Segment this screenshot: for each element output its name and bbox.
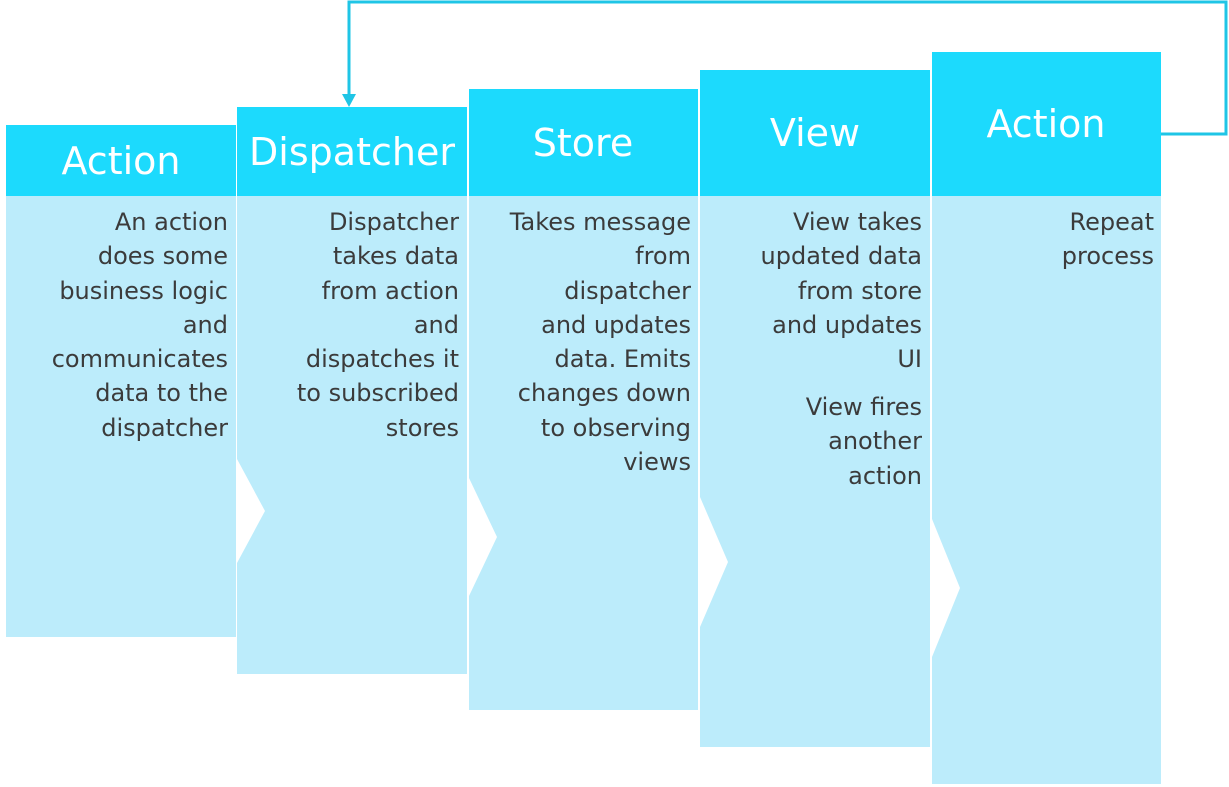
step-2-body-shape	[237, 196, 467, 674]
step-3-body-shape	[469, 196, 698, 710]
step-5-title: Action	[986, 102, 1105, 146]
step-5-description: Repeat process	[1061, 208, 1154, 271]
step-3-title: Store	[533, 121, 633, 165]
step-4-description: View takes updated data from store and u…	[760, 208, 922, 374]
step-3-header	[469, 89, 698, 196]
step-5-header	[932, 52, 1161, 196]
step-1-title: Action	[61, 139, 180, 183]
step-1-header	[6, 125, 236, 196]
step-4-header	[700, 70, 930, 196]
step-1-description: An action does some business logic and c…	[51, 208, 228, 442]
loop-connector-line	[347, 0, 1228, 136]
step-4-description-secondary: View fires another action	[805, 393, 922, 490]
step-4-body-shape	[700, 196, 930, 747]
step-4-title: View	[770, 111, 860, 155]
step-5-body-shape	[932, 196, 1161, 784]
step-3-description: Takes message from dispatcher and update…	[509, 208, 691, 477]
step-2-description: Dispatcher takes data from action and di…	[296, 208, 459, 442]
loop-arrowhead-icon	[342, 94, 356, 107]
step-2-title: Dispatcher	[249, 130, 455, 174]
step-2-header	[237, 107, 467, 196]
step-1-body-shape	[6, 196, 236, 637]
